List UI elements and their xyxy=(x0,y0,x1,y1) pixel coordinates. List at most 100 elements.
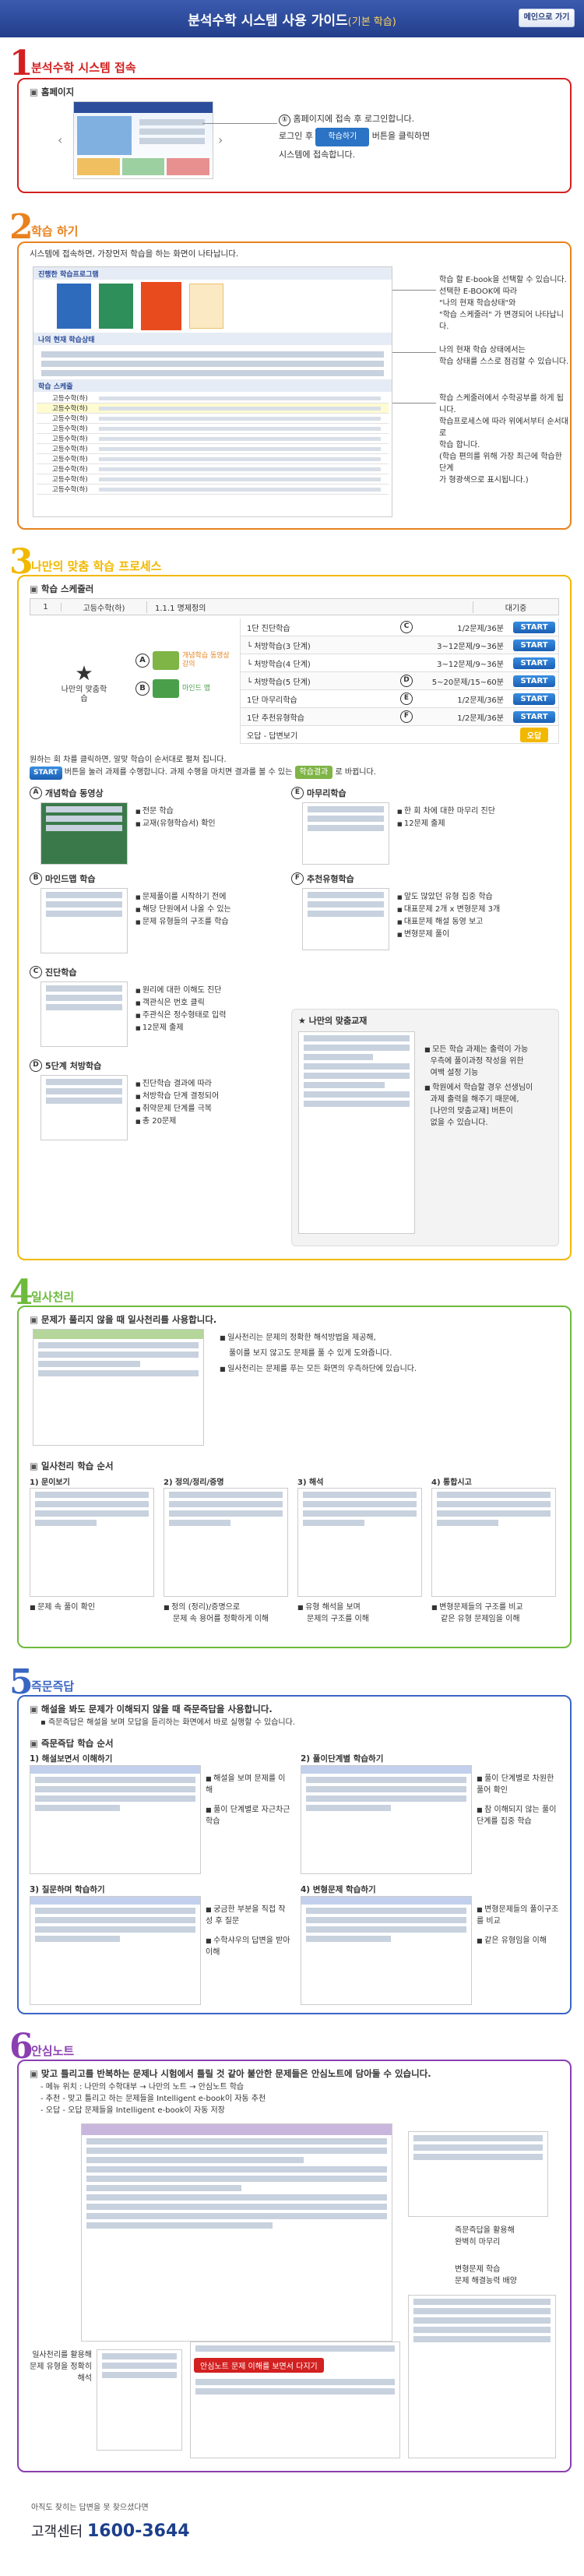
anshim-bullet-text: 오답 - 오답 문제들을 Intelligent e-book이 자동 저장 xyxy=(45,2106,225,2115)
custom-textbook-card: ★ 나만의 맞춤교재 ■ 모든 학습 과제는 출력이 가능 우측에 풀이과정 작… xyxy=(291,1009,559,1246)
section-1-sub: 홈페이지 xyxy=(30,86,74,98)
ilsacheonri-screenshot xyxy=(33,1329,204,1446)
item-b[interactable]: B 마인드 맵 xyxy=(135,679,232,698)
bullet-icon: ■ xyxy=(206,1937,214,1944)
section-1-steps: ① 홈페이지에 접속 후 로그인합니다. 로그인 후 학습하기 버튼을 클릭하면… xyxy=(279,111,430,164)
page-title: 분석수학 시스템 사용 가이드(기본 학습) xyxy=(188,13,396,29)
schedule-row[interactable]: 고등수학(하) xyxy=(37,474,389,485)
step-desc: ■ 문제 속 풀이 확인 xyxy=(30,1602,162,1613)
schedule-row[interactable]: 고등수학(하) xyxy=(37,464,389,474)
annotation-c: 학습 스케줄러에서 수학공부를 하게 됩니다.학습프로세스에 따라 위에서부터 … xyxy=(439,393,570,486)
card-bullet: ■ 주관식은 정수형태로 입력 xyxy=(135,1010,283,1022)
schedule-row[interactable]: 고등수학(하) xyxy=(37,444,389,454)
start-button[interactable]: START xyxy=(513,621,555,633)
marker-f: F xyxy=(400,710,413,723)
footer-phone[interactable]: 1600-3644 xyxy=(86,2521,190,2541)
step-desc: ■ 궁금한 부분을 직접 작성 후 질문■ 수학샤우의 답변을 받아 이해 xyxy=(206,1904,291,1966)
custom-textbook-bullet: ■ 모든 학습 과제는 출력이 가능 xyxy=(424,1044,555,1055)
start-button[interactable]: 오답 xyxy=(519,727,549,742)
start-button[interactable]: START xyxy=(513,639,555,651)
center-node: ★ 나만의 맞춤학습 xyxy=(61,662,107,704)
custom-textbook-screenshot xyxy=(298,1031,415,1234)
section-3-box: 학습 스케줄러 1 고등수학(하) 1.1.1 명제정의 대기중 ★ 나만의 맞… xyxy=(17,575,572,1260)
scheduler-row-action: START xyxy=(510,621,558,633)
step-desc-text: 같은 유형임을 이해 xyxy=(484,1936,547,1945)
custom-textbook-bullet: 과제 출력을 해주기 때문에, xyxy=(424,1094,555,1105)
step-desc-line: 같은 유형 문제임을 이해 xyxy=(431,1613,564,1625)
item-a[interactable]: A 개념학습 동영상 강의 xyxy=(135,651,232,670)
scheduler-row-action: START xyxy=(510,639,558,651)
custom-textbook-bullet-text: 없을 수 있습니다. xyxy=(430,1119,488,1127)
card-bullet-text: 객관식은 번호 클릭 xyxy=(142,999,205,1007)
scheduler-row-marker: E xyxy=(396,692,417,705)
schedule-row[interactable]: 고등수학(하) xyxy=(37,403,389,414)
star-icon: ★ xyxy=(75,662,93,685)
bullet-icon: ■ xyxy=(297,1604,306,1611)
custom-textbook-bullet: [나만의 맞춤교재] 버튼이 xyxy=(424,1105,555,1117)
start-button[interactable]: START xyxy=(513,692,555,705)
step-screenshot xyxy=(431,1488,556,1597)
schedule-row[interactable]: 고등수학(하) xyxy=(37,424,389,434)
start-button[interactable]: START xyxy=(513,710,555,723)
step-desc-line: ■ 해설을 보며 문제를 이해 xyxy=(206,1773,291,1796)
step-desc-line: ■ 유형 해석을 보며 xyxy=(297,1602,430,1613)
start-button[interactable]: START xyxy=(513,657,555,669)
section-6-number: 6 xyxy=(9,2027,33,2067)
custom-textbook-bullet-text: [나만의 맞춤교재] 버튼이 xyxy=(430,1107,513,1115)
card-bullet-text: 앞도 많았던 유형 집중 학습 xyxy=(403,893,493,901)
scheduler-row-score: 1/2문제/36분 xyxy=(457,624,504,633)
main-menu-button[interactable]: 메인으로 가기 xyxy=(519,9,575,27)
bullet-icon: ■ xyxy=(206,1806,214,1813)
note-start-button[interactable]: START xyxy=(30,766,62,780)
schedule-row[interactable]: 고등수학(하) xyxy=(37,434,389,444)
annotation-a-line4: "학습 스케줄러" 가 변경되어 나타납니다. xyxy=(439,311,564,331)
schedule-row[interactable]: 고등수학(하) xyxy=(37,414,389,424)
schedule-row[interactable]: 고등수학(하) xyxy=(37,454,389,464)
note-result-button[interactable]: 학습결과 xyxy=(294,766,333,779)
schedule-row[interactable]: 고등수학(하) xyxy=(37,485,389,495)
card-bullets: ■ 한 회 차에 대한 마무리 진단■ 12문제 출제 xyxy=(397,805,545,830)
annotation-c-line5: 가 형광색으로 표시됩니다.) xyxy=(439,476,529,485)
scheduler-row-label: └ 처방학습(4 단계) xyxy=(247,660,311,669)
card-bullet: ■ 전문 학습 xyxy=(135,805,283,818)
bullet-icon: ■ xyxy=(135,1013,142,1019)
footer-small: 아직도 찾히는 답변을 못 찾으셨다면 xyxy=(31,2504,149,2512)
scheduler-row[interactable]: 오답 - 답변보기 오답 xyxy=(240,726,559,744)
step-title: 2) 정의/정리/증명 xyxy=(164,1478,224,1487)
learn-button[interactable]: 학습하기 xyxy=(315,128,370,146)
scheduler-row-label: 오답 - 답변보기 xyxy=(247,731,298,741)
card-bullet-text: 취약문제 단계를 극복 xyxy=(142,1105,213,1113)
bullet-icon: ■ xyxy=(206,1775,214,1782)
schedule-row-book: 고등수학(하) xyxy=(52,425,88,433)
step-desc-text: 궁금한 부분을 직접 작성 후 질문 xyxy=(206,1905,286,1926)
anshim-bullet: - 추천 - 맞고 틀리고 하는 문제들을 Intelligent e-book… xyxy=(40,2093,266,2105)
section-2-title: 학습 하기 xyxy=(31,224,79,238)
start-button[interactable]: START xyxy=(513,675,555,687)
schedule-row[interactable]: 고등수학(하) xyxy=(37,393,389,403)
card-bullet-text: 교재(유형학습서) 확인 xyxy=(142,819,216,828)
footer-contact: 고객센터 1600-3644 xyxy=(31,2521,190,2541)
step-screenshot xyxy=(301,1765,472,1874)
scheduler-row-marker: F xyxy=(396,710,417,723)
scheduler-no: 1 xyxy=(30,602,62,611)
bullet-icon: ■ xyxy=(135,894,142,900)
step-title: 4) 변형문제 학습하기 xyxy=(301,1885,376,1894)
title-tag: (기본 학습) xyxy=(347,16,396,28)
section-2-number: 2 xyxy=(9,207,33,247)
